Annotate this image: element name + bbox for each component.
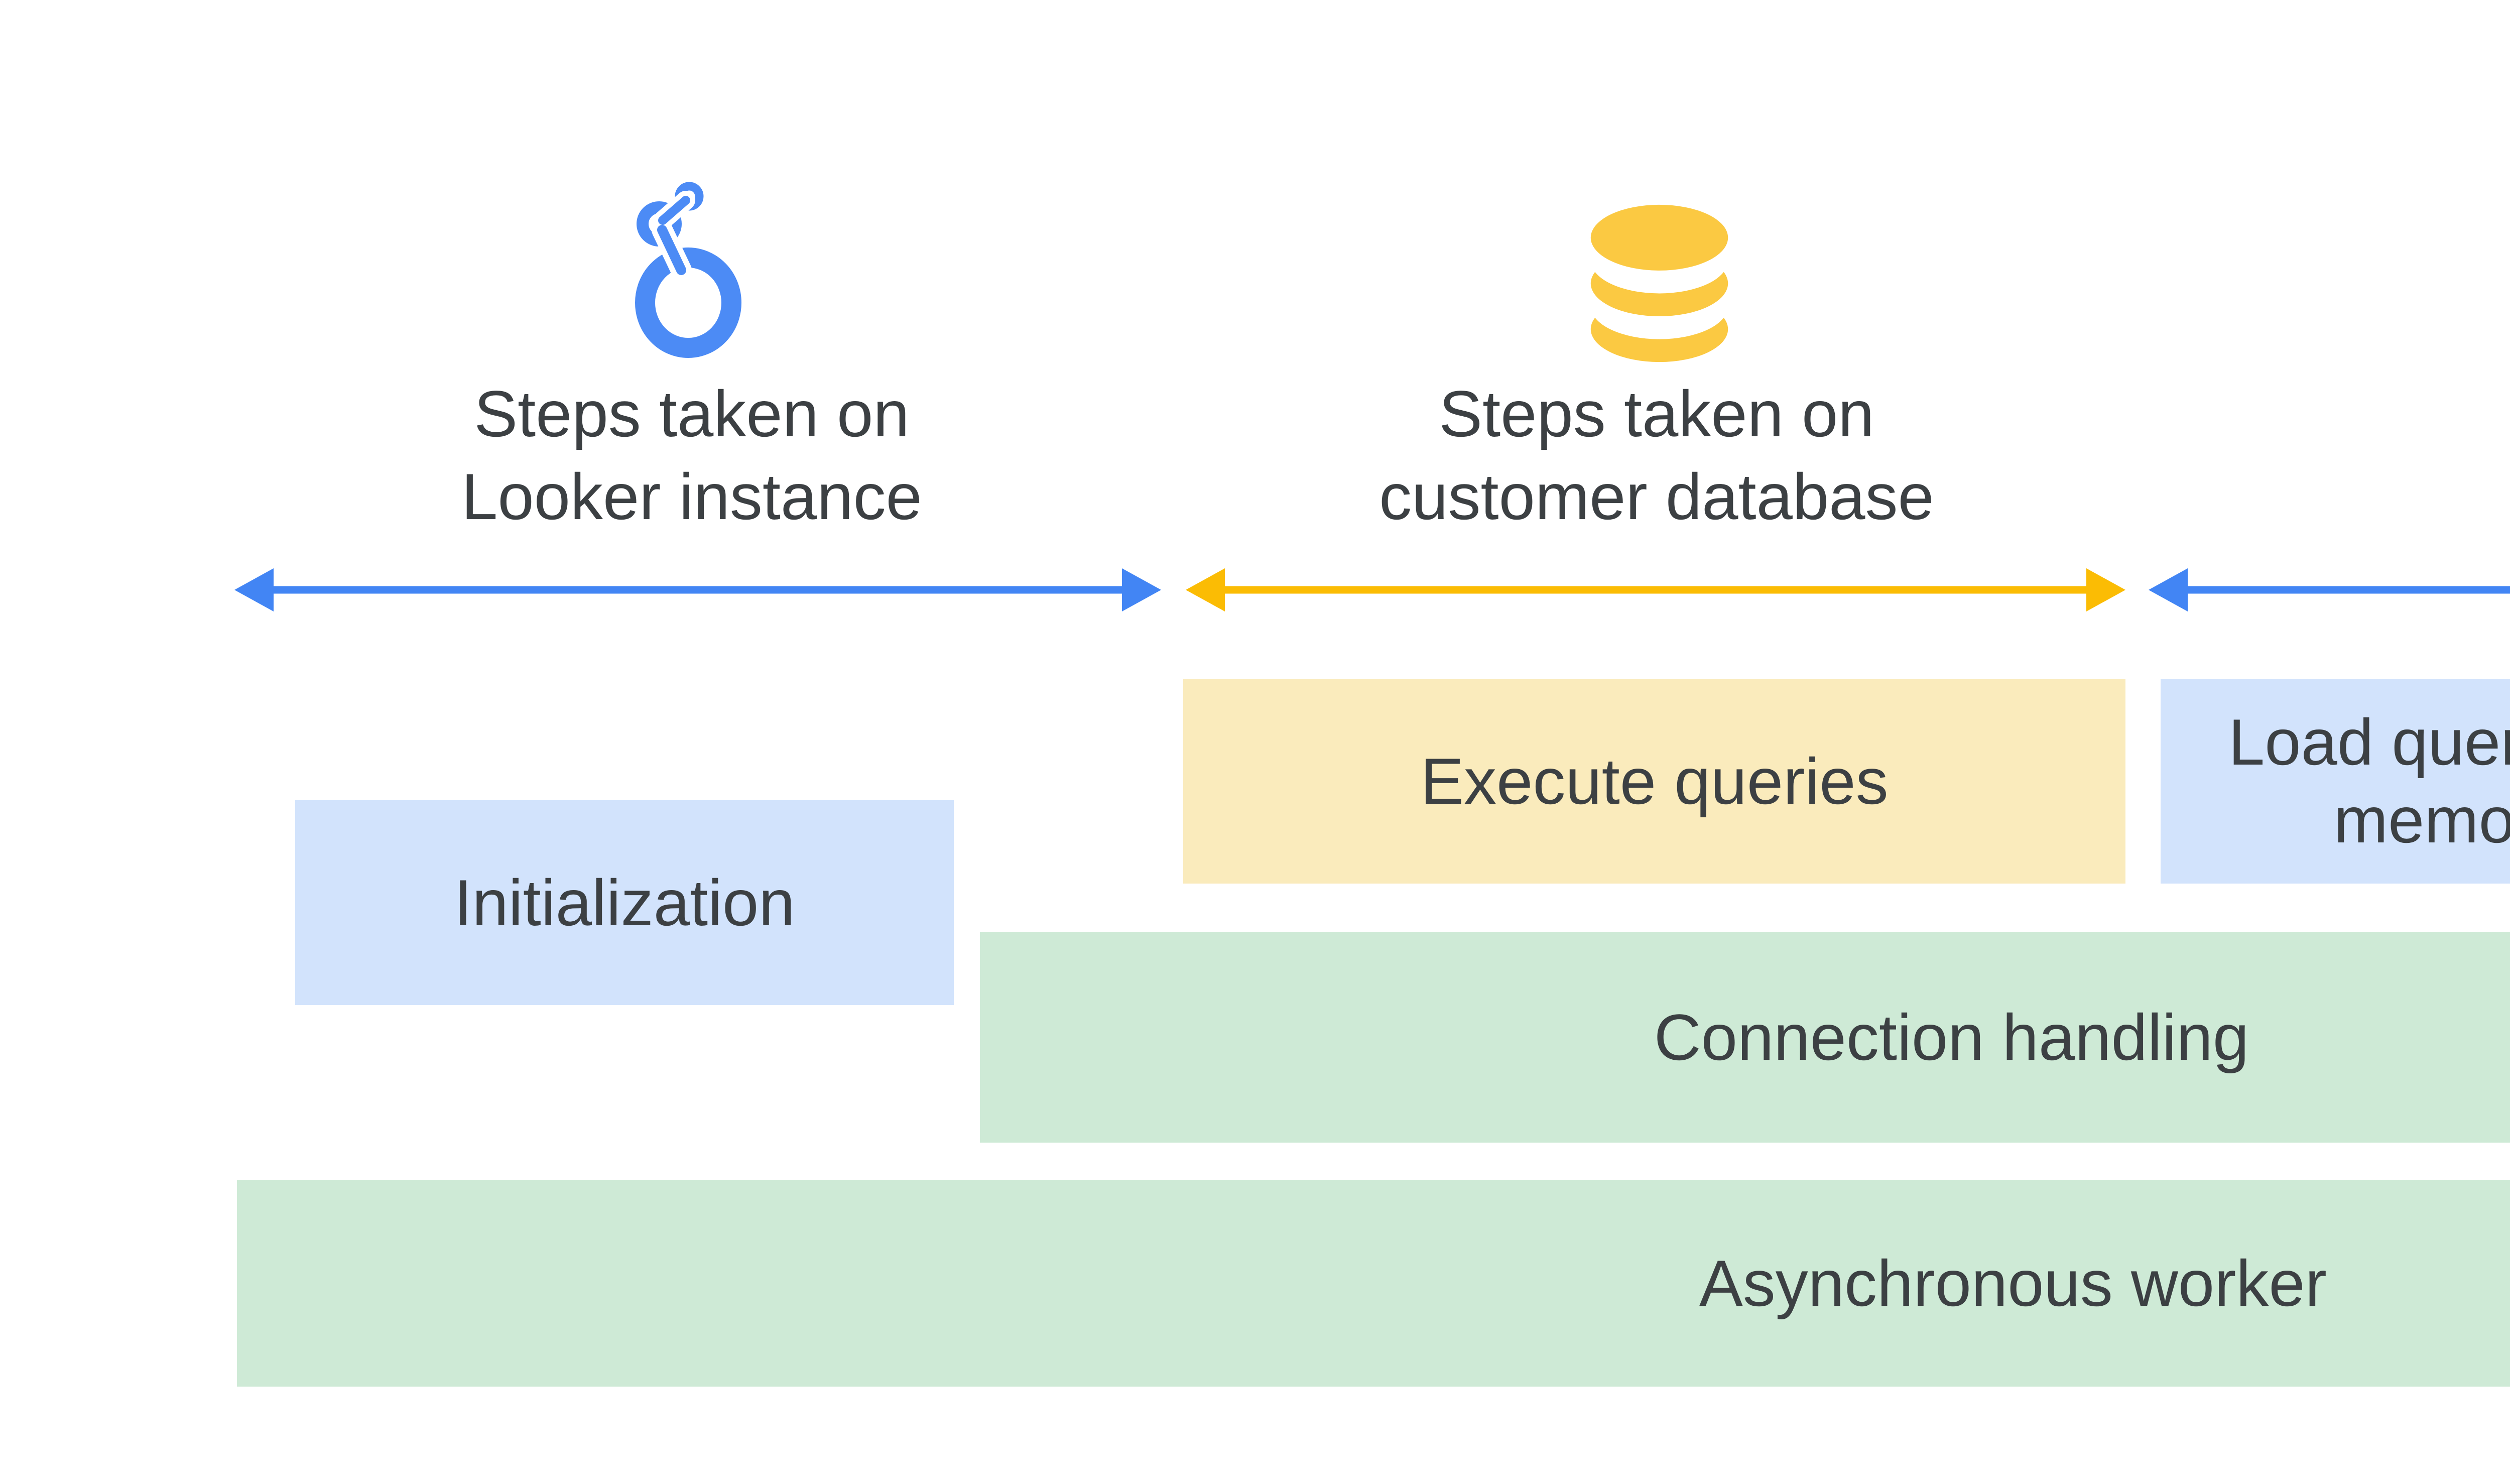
- double-arrow-icon: [234, 568, 1161, 611]
- span-arrow-looker-left: [233, 555, 1162, 625]
- box-initialization-label: Initialization: [454, 865, 795, 939]
- box-asynchronous-worker: Asynchronous worker: [237, 1180, 2510, 1387]
- box-execute-queries: Execute queries: [1183, 679, 2125, 884]
- database-icon: [1588, 203, 1731, 366]
- legend-middle-line1: Steps taken on: [1439, 377, 1874, 450]
- legend-left-line2: Looker instance: [461, 460, 922, 533]
- legend-label-left: Steps taken on Looker instance: [290, 373, 1093, 538]
- box-connection-handling-label: Connection handling: [1654, 1000, 2249, 1074]
- box-initialization: Initialization: [295, 800, 954, 1005]
- double-arrow-icon: [2149, 568, 2510, 611]
- legend-middle-line2: customer database: [1379, 460, 1934, 533]
- looker-logo-icon: [635, 182, 741, 358]
- span-arrow-customer-database: [1185, 555, 2126, 625]
- span-arrow-looker-right: [2148, 555, 2510, 625]
- legend-label-middle: Steps taken on customer database: [1255, 373, 2058, 538]
- looker-icon-left: [634, 178, 744, 361]
- box-load-queries-in-memory-label: Load queries in memory: [2228, 705, 2510, 856]
- legend-left-line1: Steps taken on: [474, 377, 910, 450]
- box-asynchronous-worker-label: Asynchronous worker: [1699, 1246, 2327, 1320]
- box-connection-handling: Connection handling: [980, 932, 2510, 1143]
- box-load-queries-in-memory: Load queries in memory: [2161, 679, 2510, 884]
- database-cylinder-icon: [1590, 204, 1728, 362]
- box-execute-queries-label: Execute queries: [1420, 744, 1889, 818]
- double-arrow-icon: [1186, 568, 2125, 611]
